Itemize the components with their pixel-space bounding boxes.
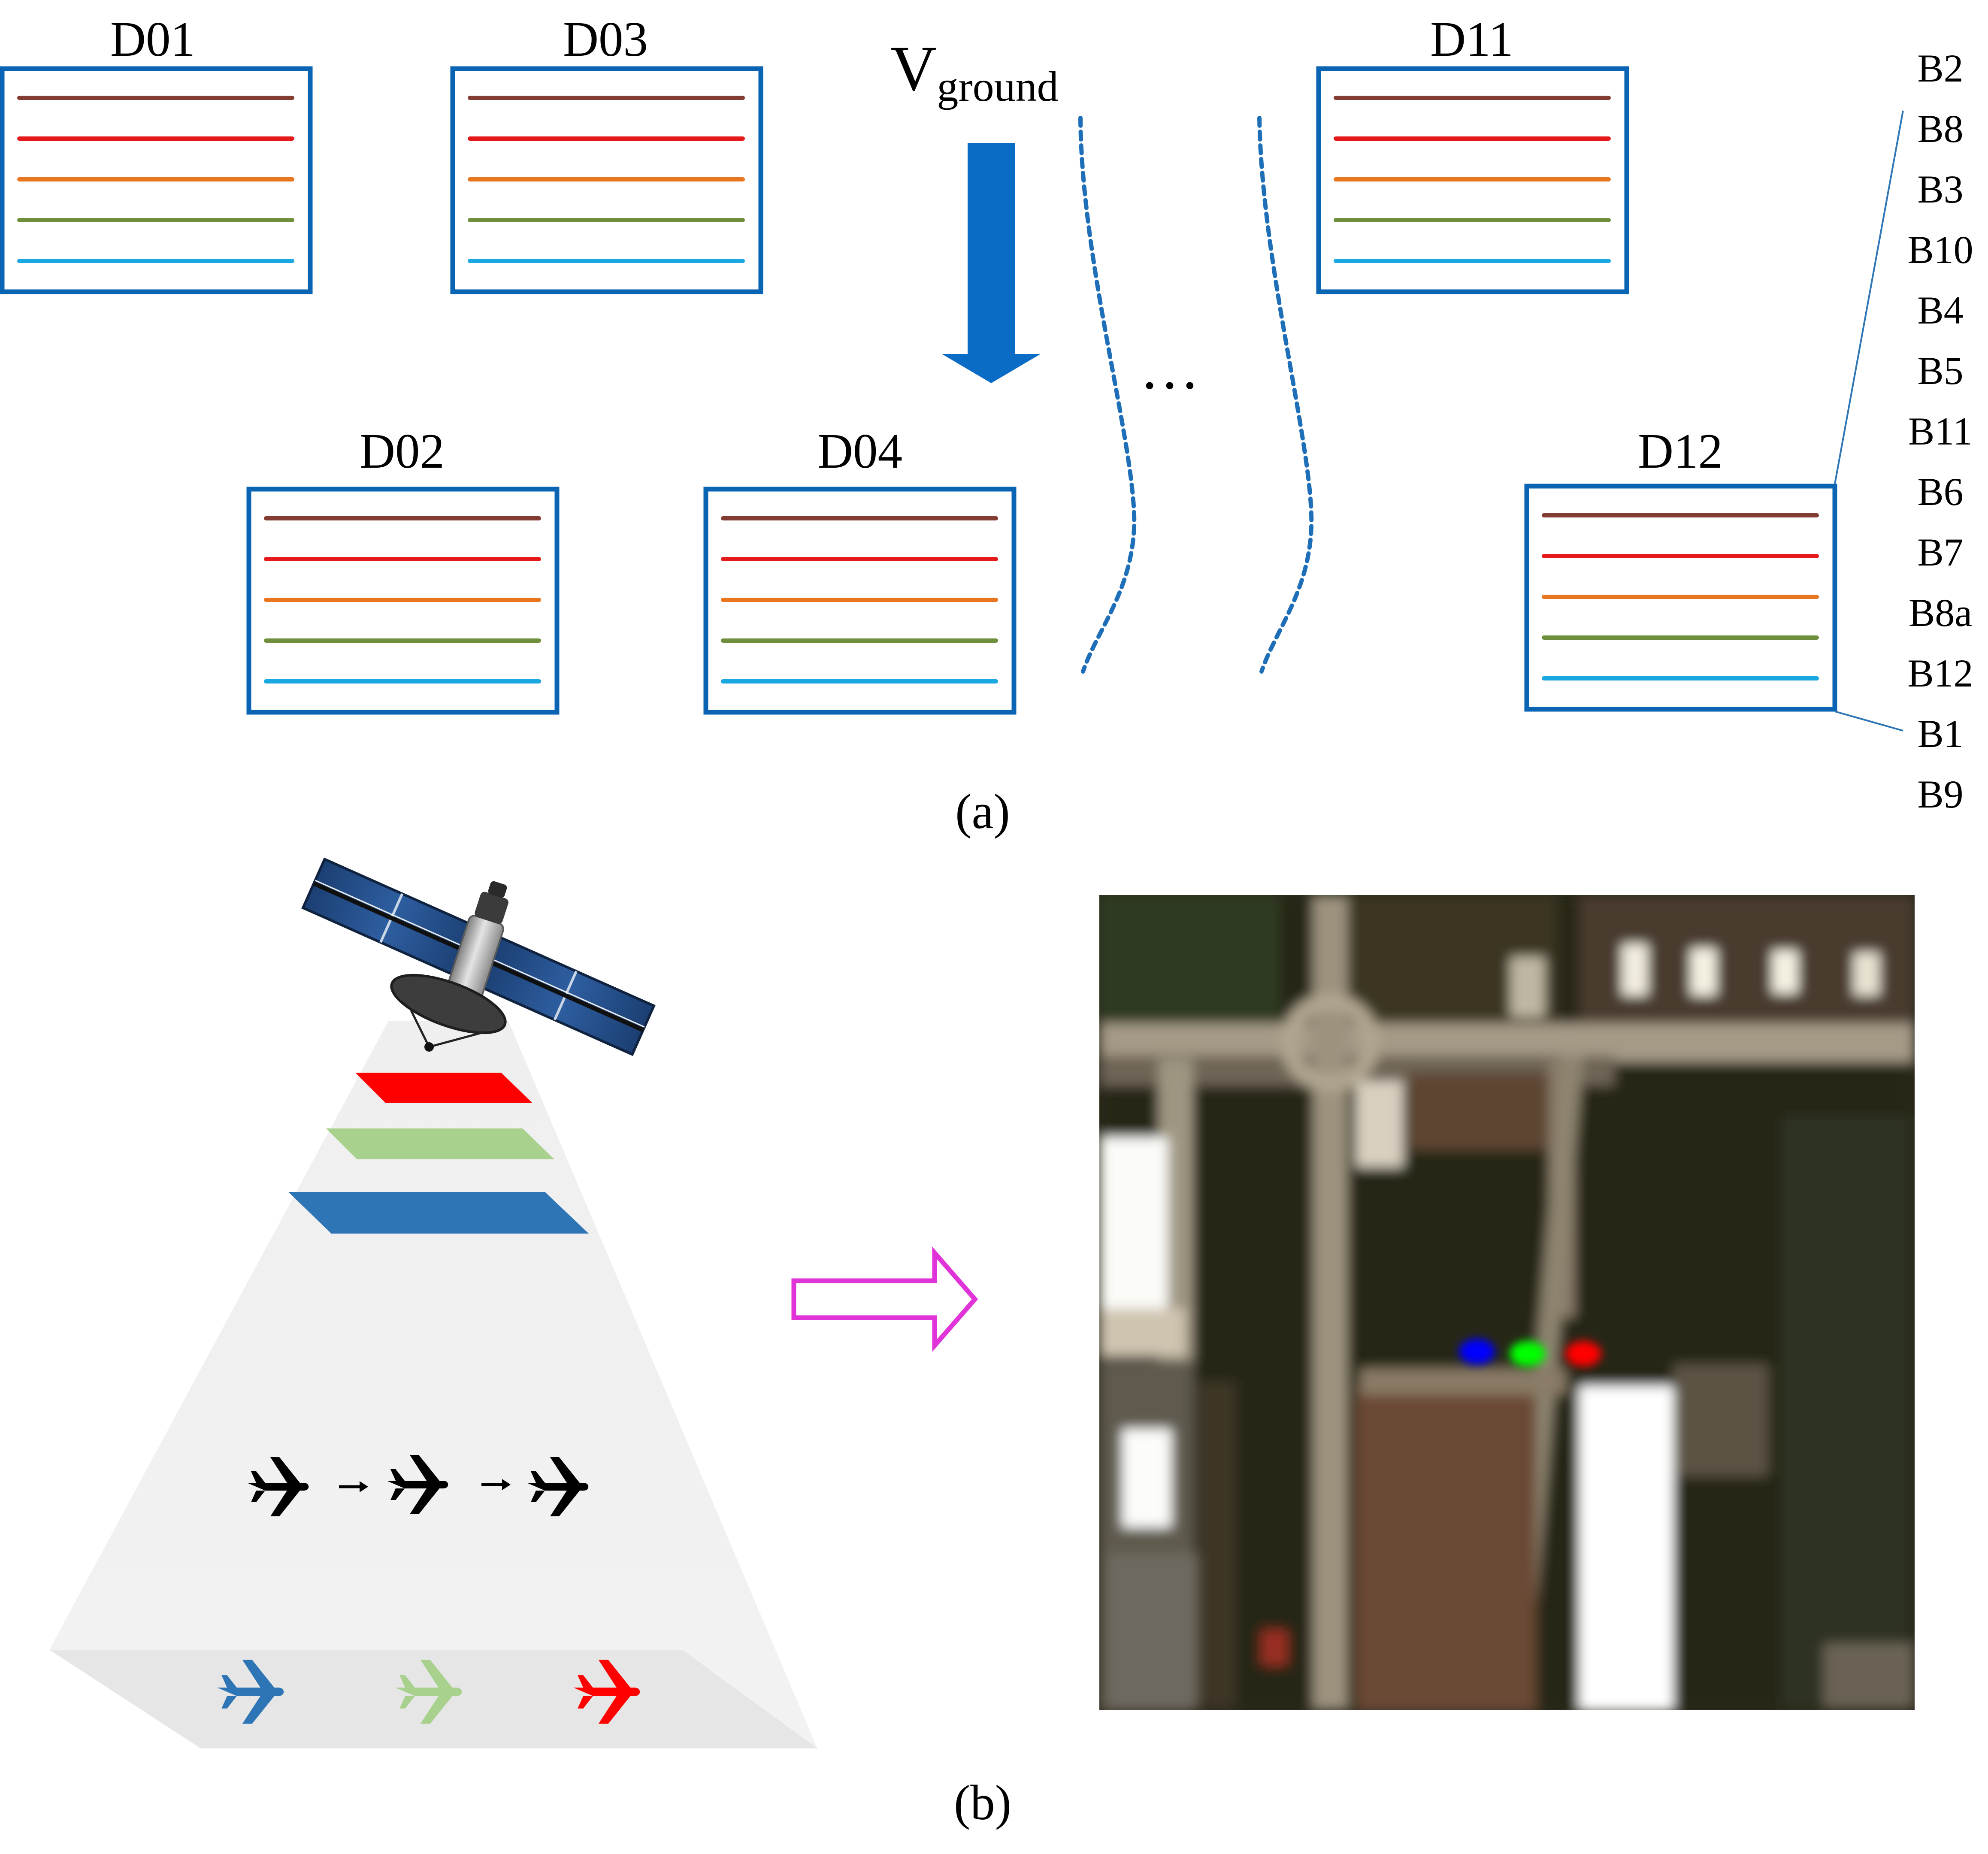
band-label: B9 xyxy=(1917,772,1963,816)
detector-d03: D03 xyxy=(450,12,763,294)
band-label: B8 xyxy=(1917,107,1963,151)
airplane-sequence xyxy=(247,1455,589,1516)
detector-d04: D04 xyxy=(703,424,1017,715)
ghost-blue xyxy=(1459,1339,1495,1364)
band-list-connector-top xyxy=(1834,110,1904,484)
separator-curve-left xyxy=(1078,116,1137,674)
motion-arrow-icon-2 xyxy=(481,1479,511,1490)
velocity-down-arrow xyxy=(942,143,1041,383)
band-label: B3 xyxy=(1917,167,1963,211)
band-label: B1 xyxy=(1917,712,1963,756)
band-list-connector-bottom xyxy=(1834,711,1903,732)
band-label: B7 xyxy=(1917,530,1963,574)
satellite-icon xyxy=(301,857,656,1056)
separator-curve-right xyxy=(1257,116,1314,674)
band-label: B8a xyxy=(1909,591,1972,635)
detector-d02: D02 xyxy=(246,424,560,715)
caption-b: (b) xyxy=(954,1775,1011,1830)
band-plane-blue xyxy=(288,1192,589,1234)
band-label: B12 xyxy=(1907,651,1973,695)
detector-label: D04 xyxy=(817,424,902,478)
band-label: B4 xyxy=(1917,288,1963,332)
panel-b: (b) xyxy=(49,857,1915,1830)
band-label: B2 xyxy=(1917,46,1963,90)
detector-label: D01 xyxy=(110,12,195,67)
band-label: B5 xyxy=(1917,349,1963,393)
detector-d01: D01 xyxy=(0,12,313,294)
detector-d12: D12 xyxy=(1524,424,1837,712)
detector-label: D03 xyxy=(563,12,648,67)
detector-label: D02 xyxy=(360,424,445,478)
ghost-green xyxy=(1510,1341,1546,1367)
caption-a: (a) xyxy=(955,784,1010,839)
band-label: B6 xyxy=(1917,470,1963,514)
band-plane-red xyxy=(355,1073,532,1103)
band-planes xyxy=(288,1073,589,1234)
velocity-label: Vground xyxy=(890,33,1059,110)
velocity-label-main: V xyxy=(890,33,937,104)
detector-label: D12 xyxy=(1638,424,1723,478)
band-plane-green xyxy=(326,1128,554,1159)
hollow-right-arrow xyxy=(791,1246,978,1352)
ghost-red xyxy=(1565,1341,1601,1367)
detector-label: D11 xyxy=(1430,12,1513,67)
band-label: B10 xyxy=(1907,228,1973,272)
satellite-image xyxy=(1099,895,1915,1710)
band-label: B11 xyxy=(1908,409,1973,453)
ellipsis: … xyxy=(1140,335,1200,402)
velocity-label-subscript: ground xyxy=(937,63,1058,110)
detector-d11: D11 xyxy=(1316,12,1629,294)
viewing-cone xyxy=(49,1021,817,1748)
motion-arrow-icon-1 xyxy=(339,1481,368,1492)
